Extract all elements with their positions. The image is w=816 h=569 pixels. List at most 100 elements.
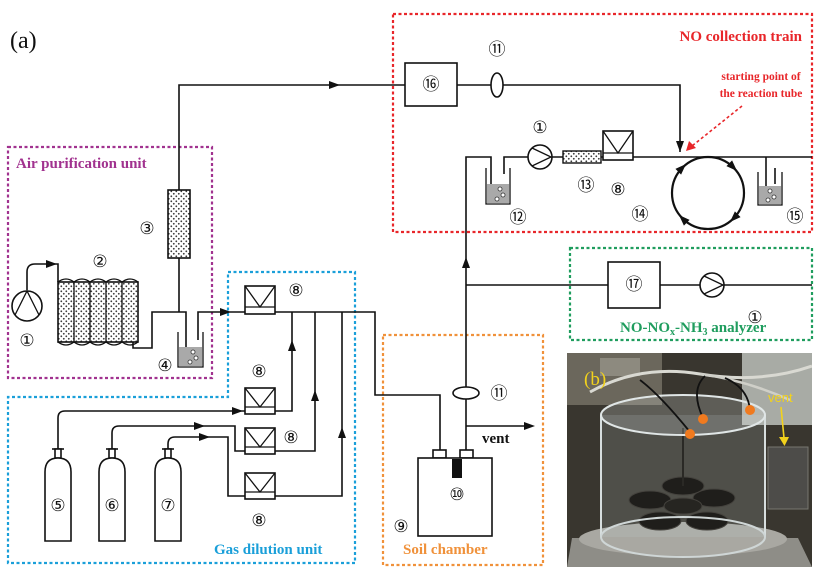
label-cylinder: ⑥ bbox=[104, 496, 119, 516]
photo-orange-connector bbox=[698, 414, 708, 424]
mass-flow-controller-a bbox=[245, 286, 275, 314]
bubble bbox=[498, 187, 502, 191]
label-column: ③ bbox=[139, 219, 154, 239]
pipe-cylinder-5 bbox=[58, 411, 245, 449]
pipe-mfc-b-branch bbox=[275, 312, 292, 411]
photo-vent-box bbox=[768, 447, 808, 509]
flow-arrow bbox=[288, 340, 296, 351]
label-cylinder: ⑤ bbox=[50, 496, 65, 516]
pipe-no-supply bbox=[457, 85, 680, 152]
pipe-mfc-d-branch bbox=[275, 312, 342, 496]
flow-arrow bbox=[220, 308, 231, 316]
flow-arrow bbox=[232, 407, 243, 415]
label-flow-restrictor: ⑪ bbox=[491, 384, 508, 404]
mass-flow-controller-c bbox=[245, 428, 275, 454]
filter-2 bbox=[58, 279, 138, 345]
label-flow-restrictor: ⑪ bbox=[489, 40, 506, 60]
bubble bbox=[501, 193, 505, 197]
flow-restrictor-11 bbox=[453, 387, 479, 399]
pump-icon bbox=[700, 273, 724, 297]
gas-cylinder-7 bbox=[155, 449, 181, 541]
panel-b-label: (b) bbox=[584, 369, 606, 390]
label-pump: ① bbox=[19, 331, 34, 351]
photo-chamber-lid bbox=[601, 395, 765, 435]
photo-vent-label: vent bbox=[768, 390, 793, 405]
flow-arrow bbox=[329, 81, 340, 89]
flow-arrow bbox=[462, 257, 470, 268]
label-analyzer: ⑰ bbox=[626, 275, 643, 295]
annotation-arrow-line bbox=[692, 106, 742, 146]
bubble bbox=[772, 195, 776, 199]
soil-sample-10 bbox=[452, 459, 462, 478]
flow-arrow bbox=[676, 141, 684, 152]
reaction-tube-annotation-line1: starting point of bbox=[721, 71, 800, 83]
label-scrubber-tube: ⑬ bbox=[578, 176, 595, 196]
label-no-source: ⑯ bbox=[423, 75, 440, 95]
mfc-body bbox=[245, 428, 275, 454]
photo-orange-connector bbox=[685, 429, 695, 439]
photo-soil-disk bbox=[639, 512, 681, 530]
pump-icon bbox=[12, 291, 42, 321]
filter-body bbox=[58, 282, 138, 342]
label-reaction-tube: ⑭ bbox=[632, 205, 649, 225]
label-cylinder: ⑦ bbox=[160, 496, 175, 516]
label-bubbler: ⑮ bbox=[787, 207, 804, 227]
analyzer-pump bbox=[700, 273, 724, 297]
bubble bbox=[766, 198, 770, 202]
reaction-tube-annotation-line2: the reaction tube bbox=[720, 88, 803, 100]
bubble bbox=[495, 197, 499, 201]
pipe-bubbler-to-mfc bbox=[198, 312, 245, 340]
label-mfc: ⑧ bbox=[251, 362, 266, 382]
gas-cylinder-5 bbox=[45, 449, 71, 541]
photo-soil-disk bbox=[686, 512, 728, 530]
bubble bbox=[768, 189, 772, 193]
scrubber-tube-13 bbox=[563, 151, 601, 163]
bubbler-15 bbox=[758, 168, 782, 205]
mfc-body bbox=[245, 388, 275, 414]
label-pump: ① bbox=[532, 118, 547, 138]
mass-flow-controller-e bbox=[603, 131, 633, 160]
photo-soil-disk bbox=[664, 498, 702, 514]
cylinder-valve bbox=[109, 449, 115, 458]
analyzer-unit-label: NO-NOx-NH3 analyzer bbox=[620, 320, 767, 338]
gas-cylinder-6 bbox=[99, 449, 125, 541]
air-purification-unit-label: Air purification unit bbox=[16, 156, 147, 172]
bubble bbox=[191, 350, 195, 354]
photo-soil-chamber: vent (b) bbox=[567, 353, 812, 567]
flow-arrow bbox=[311, 390, 319, 401]
air-pump bbox=[12, 291, 42, 321]
flow-arrow bbox=[338, 427, 346, 438]
adsorbent-column-3 bbox=[168, 190, 190, 258]
cylinder-valve bbox=[55, 449, 61, 458]
mass-flow-controller-b bbox=[245, 388, 275, 414]
panel-a-label: (a) bbox=[10, 28, 37, 54]
flow-arrow bbox=[199, 433, 210, 441]
bubble bbox=[194, 356, 198, 360]
label-mfc: ⑧ bbox=[288, 281, 303, 301]
label-soil-sample: ⑩ bbox=[449, 485, 464, 505]
label-mfc: ⑧ bbox=[251, 511, 266, 531]
chamber-outlet-port bbox=[460, 450, 473, 458]
no-collection-train-box bbox=[393, 14, 812, 232]
label-chamber: ⑨ bbox=[393, 517, 408, 537]
no-train-pump bbox=[528, 145, 552, 169]
label-mfc: ⑧ bbox=[283, 428, 298, 448]
mass-flow-controller-d bbox=[245, 473, 275, 499]
pipe-mix-to-chamber bbox=[275, 312, 440, 450]
cylinder-valve bbox=[165, 449, 171, 458]
vent-arrow bbox=[524, 422, 535, 430]
mfc-body bbox=[245, 473, 275, 499]
mfc-body bbox=[245, 286, 275, 314]
chamber-inlet-port bbox=[433, 450, 446, 458]
soil-chamber-unit-label: Soil chamber bbox=[403, 542, 488, 558]
pipe-cylinder-6 bbox=[112, 426, 245, 451]
label-bubbler: ④ bbox=[157, 356, 172, 376]
label-mfc: ⑧ bbox=[610, 180, 625, 200]
analyzer-label-part: -NH bbox=[675, 320, 703, 336]
no-collection-train-label: NO collection train bbox=[680, 29, 803, 45]
pipe-pump-to-filter bbox=[27, 264, 58, 290]
pump-icon bbox=[528, 145, 552, 169]
bubbler-12 bbox=[486, 168, 510, 204]
bubbler-4 bbox=[178, 332, 203, 367]
